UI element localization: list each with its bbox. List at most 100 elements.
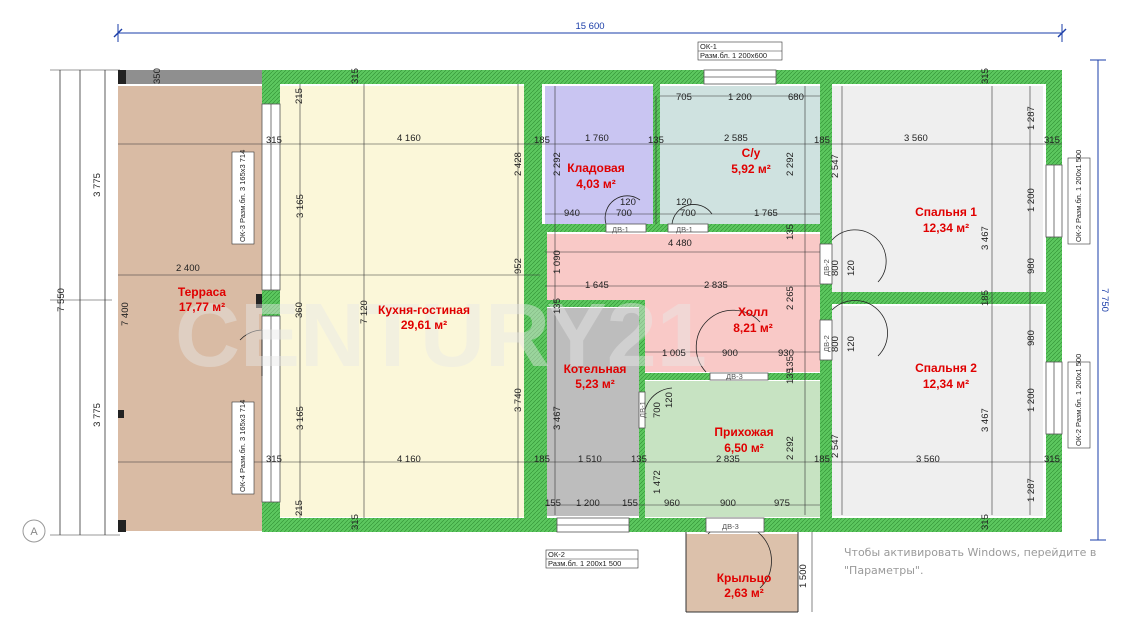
room-name-bedroom-1: Спальня 1 <box>915 205 977 219</box>
svg-text:4 160: 4 160 <box>397 133 421 144</box>
svg-text:135: 135 <box>631 454 647 465</box>
svg-text:4 480: 4 480 <box>668 238 692 249</box>
svg-text:315: 315 <box>980 68 991 84</box>
dimension-texts-vertical: 350 315 215 3 165 3 165 360 215 7 120 2 … <box>120 68 1037 588</box>
svg-text:155: 155 <box>622 498 638 509</box>
room-entry <box>645 381 820 517</box>
svg-text:215: 215 <box>294 88 305 104</box>
svg-text:2 292: 2 292 <box>785 436 796 460</box>
svg-text:185: 185 <box>814 454 830 465</box>
svg-text:2 400: 2 400 <box>176 263 200 274</box>
svg-text:705: 705 <box>676 92 692 103</box>
window-tags: ОК-1 Разм.бл. 1 200х600 ОК-2 Разм.бл. 1 … <box>231 41 1091 569</box>
svg-text:700: 700 <box>680 208 696 219</box>
svg-text:ДВ-1: ДВ-1 <box>612 225 629 234</box>
svg-text:120: 120 <box>846 336 857 352</box>
room-name-hall: Холл <box>738 305 768 319</box>
svg-text:900: 900 <box>720 498 736 509</box>
windows-activation-line-1: Чтобы активировать Windows, перейдите в <box>844 546 1096 559</box>
window-tag-ok2-right-bottom: ОК-2 Разм.бл. 1 200х1 500 <box>1074 354 1083 446</box>
svg-text:3 740: 3 740 <box>513 388 524 412</box>
room-area-porch: 2,63 м² <box>724 586 764 600</box>
svg-text:975: 975 <box>774 498 790 509</box>
svg-text:120: 120 <box>664 392 675 408</box>
svg-text:2 265: 2 265 <box>785 286 796 310</box>
svg-text:350: 350 <box>152 68 163 84</box>
svg-text:1 500: 1 500 <box>798 564 809 588</box>
svg-text:185: 185 <box>534 454 550 465</box>
svg-text:ДВ-3: ДВ-3 <box>722 522 739 531</box>
svg-text:960: 960 <box>664 498 680 509</box>
svg-text:360: 360 <box>294 302 305 318</box>
svg-text:ДВ-1: ДВ-1 <box>638 401 647 418</box>
svg-text:120: 120 <box>846 260 857 276</box>
svg-text:1 200: 1 200 <box>728 92 752 103</box>
svg-text:315: 315 <box>350 514 361 530</box>
svg-text:315: 315 <box>266 454 282 465</box>
svg-text:800: 800 <box>830 336 841 352</box>
room-bedroom-2 <box>831 306 1043 516</box>
svg-text:ДВ-2: ДВ-2 <box>822 335 831 352</box>
svg-text:1 510: 1 510 <box>578 454 602 465</box>
overall-width-dimension: 15 600 <box>113 21 1067 42</box>
svg-text:135: 135 <box>785 368 796 384</box>
svg-text:952: 952 <box>513 258 524 274</box>
axis-label: A <box>30 526 38 538</box>
svg-text:135: 135 <box>785 224 796 240</box>
window-openings <box>261 69 1063 533</box>
svg-text:315: 315 <box>266 135 282 146</box>
svg-text:3 467: 3 467 <box>980 408 991 432</box>
room-bath <box>660 86 820 224</box>
watermark: CENTURY21 <box>175 286 707 386</box>
room-name-bedroom-2: Спальня 2 <box>915 361 977 375</box>
porch-outline <box>685 532 813 613</box>
svg-text:2 292: 2 292 <box>785 152 796 176</box>
svg-text:3 560: 3 560 <box>904 133 928 144</box>
svg-text:940: 940 <box>564 208 580 219</box>
room-name-entry: Прихожая <box>714 425 773 439</box>
svg-text:1 287: 1 287 <box>1026 106 1037 130</box>
room-area-kitchen: 29,61 м² <box>401 318 447 332</box>
doors <box>239 195 888 589</box>
svg-text:1 765: 1 765 <box>754 208 778 219</box>
svg-text:315: 315 <box>1044 454 1060 465</box>
svg-text:ДВ-1: ДВ-1 <box>676 225 693 234</box>
windows-activation-line-2: "Параметры". <box>844 564 924 577</box>
svg-text:3 560: 3 560 <box>916 454 940 465</box>
left-height-dimension: 7 550 3 775 3 775 A <box>22 69 120 543</box>
svg-text:680: 680 <box>788 92 804 103</box>
svg-text:4 160: 4 160 <box>397 454 421 465</box>
room-hall <box>545 234 820 372</box>
svg-text:1 005: 1 005 <box>662 348 686 359</box>
right-height-label: 7 750 <box>1099 288 1110 312</box>
svg-text:700: 700 <box>616 208 632 219</box>
svg-text:135: 135 <box>648 135 664 146</box>
window-tag-ok1-size: Разм.бл. 1 200х600 <box>700 51 767 60</box>
svg-text:120: 120 <box>620 197 636 208</box>
svg-text:315: 315 <box>350 68 361 84</box>
room-name-pantry: Кладовая <box>567 161 624 175</box>
room-area-pantry: 4,03 м² <box>576 177 616 191</box>
room-area-boiler: 5,23 м² <box>575 377 615 391</box>
window-tag-ok4: ОК-4 Разм.бл. 3 165х3 714 <box>238 400 247 492</box>
left-height-label: 7 550 <box>56 288 67 312</box>
window-tag-ok2-size: Разм.бл. 1 200х1 500 <box>548 559 621 568</box>
room-area-terrace: 17,77 м² <box>179 300 225 314</box>
svg-text:800: 800 <box>830 260 841 276</box>
svg-text:1 472: 1 472 <box>652 470 663 494</box>
svg-text:2 835: 2 835 <box>716 454 740 465</box>
dimension-lines <box>118 84 1062 518</box>
room-name-bath: С/у <box>742 146 761 160</box>
svg-text:185: 185 <box>980 290 991 306</box>
svg-text:215: 215 <box>294 500 305 516</box>
svg-text:1 760: 1 760 <box>585 133 609 144</box>
svg-text:1 200: 1 200 <box>576 498 600 509</box>
svg-text:1 090: 1 090 <box>552 250 563 274</box>
svg-text:3 467: 3 467 <box>980 226 991 250</box>
svg-text:900: 900 <box>722 348 738 359</box>
svg-text:1 200: 1 200 <box>1026 188 1037 212</box>
door-tags: ДВ-1 ДВ-1 ДВ-2 ДВ-2 ДВ-3 ДВ-3 ДВ-1 <box>612 225 831 531</box>
svg-text:1 287: 1 287 <box>1026 478 1037 502</box>
room-bedroom-1 <box>831 86 1043 292</box>
